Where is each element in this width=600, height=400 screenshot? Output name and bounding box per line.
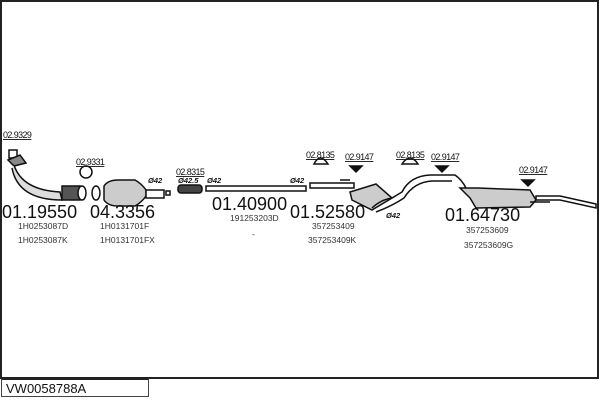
catalyst-drawing [77, 165, 171, 207]
part-ref: 357253609 [466, 225, 509, 235]
part-ref: 1H0253087D [18, 221, 68, 231]
diagram-code: VW0058788A [1, 378, 149, 397]
centre-silencer-inlet [309, 182, 355, 189]
part-ref: 191253203D [230, 213, 279, 223]
accessory-label: 02.9331 [76, 157, 105, 167]
diameter-label: Ø42 [290, 176, 305, 185]
part-number: 01.64730 [445, 205, 520, 225]
mid-pipe-drawing [177, 184, 307, 194]
part-number: 01.52580 [290, 202, 365, 222]
part-number: 04.3356 [90, 202, 155, 222]
part-number: 01.19550 [2, 202, 77, 222]
accessory-label: 02.9147 [519, 165, 548, 175]
intermediate-pipe [371, 174, 467, 209]
accessory-label: 02.8135 [306, 150, 335, 160]
mid-pipe [205, 185, 307, 192]
part-ref: 1H0131701FX [100, 235, 155, 245]
rubber-mount-icon [400, 157, 420, 165]
accessory-label: 02.9147 [431, 152, 460, 162]
hanger-icon [348, 165, 364, 174]
rear-silencer-drawing [458, 187, 597, 209]
part-ref: 357253609G [464, 240, 513, 250]
intermediate-pipe [375, 180, 452, 213]
part-ref: 1H0253087K [18, 235, 68, 245]
clamp [177, 184, 203, 194]
accessory-label: 02.9329 [3, 130, 32, 140]
part-ref: 1H0131701F [100, 221, 149, 231]
catalyst-flange [91, 185, 101, 201]
tail-pipe [535, 195, 597, 209]
accessory-label: 02.9147 [345, 152, 374, 162]
front-pipe-drawing [6, 149, 81, 201]
front-pipe-flange [6, 154, 28, 167]
catalyst-flange [77, 185, 87, 201]
part-ref: 357253409K [308, 235, 357, 245]
hanger-icon [520, 179, 536, 188]
rubber-mount-icon [312, 157, 330, 165]
accessory-label: 02.8135 [396, 150, 425, 160]
part-ref: 357253409 [312, 221, 355, 231]
rear-silencer-body [458, 187, 537, 209]
part-number: 01.40900 [212, 194, 287, 214]
frame [0, 0, 599, 379]
centre-silencer-drawing [309, 157, 536, 213]
pipe-end [165, 190, 171, 196]
diameter-label: Ø42 [148, 176, 163, 185]
diameter-label: Ø42.5 [178, 176, 199, 185]
hanger-icon [434, 165, 450, 174]
centre-silencer-body [349, 183, 394, 211]
part-ref: - [252, 229, 255, 239]
accessory-label: 02.8315 [176, 167, 205, 177]
gasket-ring-icon [79, 165, 93, 179]
diameter-label: Ø42 [207, 176, 222, 185]
diameter-label: Ø42 [386, 211, 401, 220]
catalyst-outlet [145, 189, 165, 199]
front-pipe [11, 164, 63, 201]
